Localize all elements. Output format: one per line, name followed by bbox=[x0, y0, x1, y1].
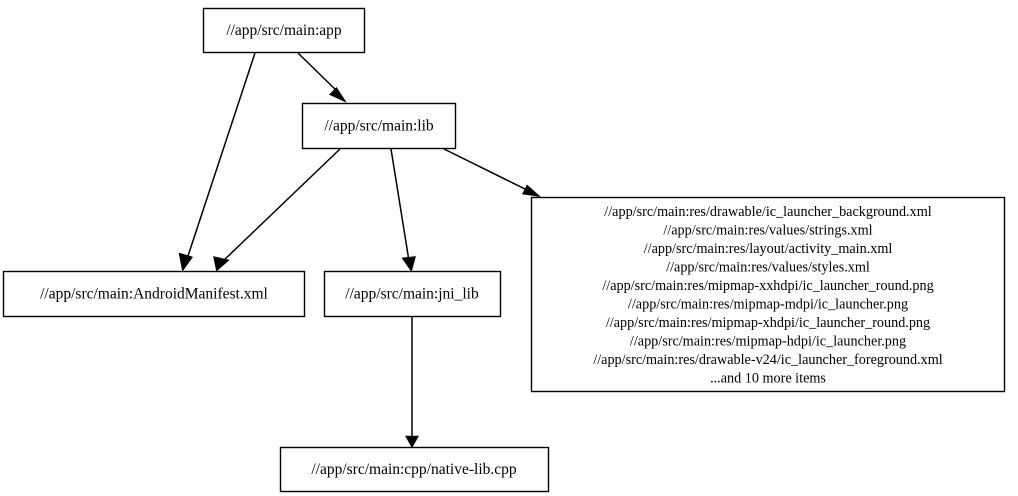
node-resources-line-4: //app/src/main:res/values/styles.xml bbox=[666, 260, 870, 276]
node-resources-line-6: //app/src/main:res/mipmap-mdpi/ic_launch… bbox=[628, 297, 908, 313]
node-native-lib-cpp-box[interactable] bbox=[279, 446, 550, 493]
edge-app-to-lib bbox=[297, 52, 347, 103]
node-native-lib-cpp[interactable]: //app/src/main:cpp/native-lib.cpp bbox=[279, 446, 550, 493]
node-resources-line-3: //app/src/main:res/layout/activity_main.… bbox=[644, 241, 893, 257]
node-resources-line-2: //app/src/main:res/values/strings.xml bbox=[663, 223, 872, 239]
node-resources[interactable]: //app/src/main:res/drawable/ic_launcher_… bbox=[530, 196, 1006, 393]
edge-lib-to-manifest bbox=[213, 148, 341, 272]
edge-group bbox=[178, 52, 541, 449]
node-android-manifest[interactable]: //app/src/main:AndroidManifest.xml bbox=[2, 270, 306, 318]
node-jni-lib-label: //app/src/main:jni_lib bbox=[345, 286, 479, 303]
node-resources-line-5: //app/src/main:res/mipmap-xxhdpi/ic_laun… bbox=[602, 278, 933, 294]
node-resources-box[interactable] bbox=[530, 196, 1006, 393]
node-app-label: //app/src/main:app bbox=[226, 22, 342, 39]
node-android-manifest-box[interactable] bbox=[2, 270, 306, 318]
node-resources-line-1: //app/src/main:res/drawable/ic_launcher_… bbox=[604, 204, 931, 220]
node-jni-lib-box[interactable] bbox=[323, 270, 502, 318]
node-app[interactable]: //app/src/main:app bbox=[202, 7, 366, 54]
node-resources-line-8: //app/src/main:res/mipmap-hdpi/ic_launch… bbox=[630, 334, 906, 350]
node-resources-line-7: //app/src/main:res/mipmap-xhdpi/ic_launc… bbox=[606, 315, 930, 331]
node-jni-lib[interactable]: //app/src/main:jni_lib bbox=[323, 270, 502, 318]
edge-lib-to-resources bbox=[443, 148, 541, 197]
node-lib-label: //app/src/main:lib bbox=[324, 118, 434, 135]
edge-jni-lib-to-native-lib bbox=[404, 316, 420, 449]
edge-app-to-manifest bbox=[178, 52, 256, 272]
node-lib[interactable]: //app/src/main:lib bbox=[301, 102, 457, 150]
node-native-lib-cpp-label: //app/src/main:cpp/native-lib.cpp bbox=[311, 461, 517, 478]
node-android-manifest-label: //app/src/main:AndroidManifest.xml bbox=[40, 286, 268, 303]
node-resources-line-9: //app/src/main:res/drawable-v24/ic_launc… bbox=[593, 352, 943, 368]
node-resources-line-10: ...and 10 more items bbox=[710, 371, 826, 387]
node-app-box[interactable] bbox=[202, 7, 366, 54]
node-lib-box[interactable] bbox=[301, 102, 457, 150]
edge-lib-to-jni-lib bbox=[390, 148, 416, 273]
